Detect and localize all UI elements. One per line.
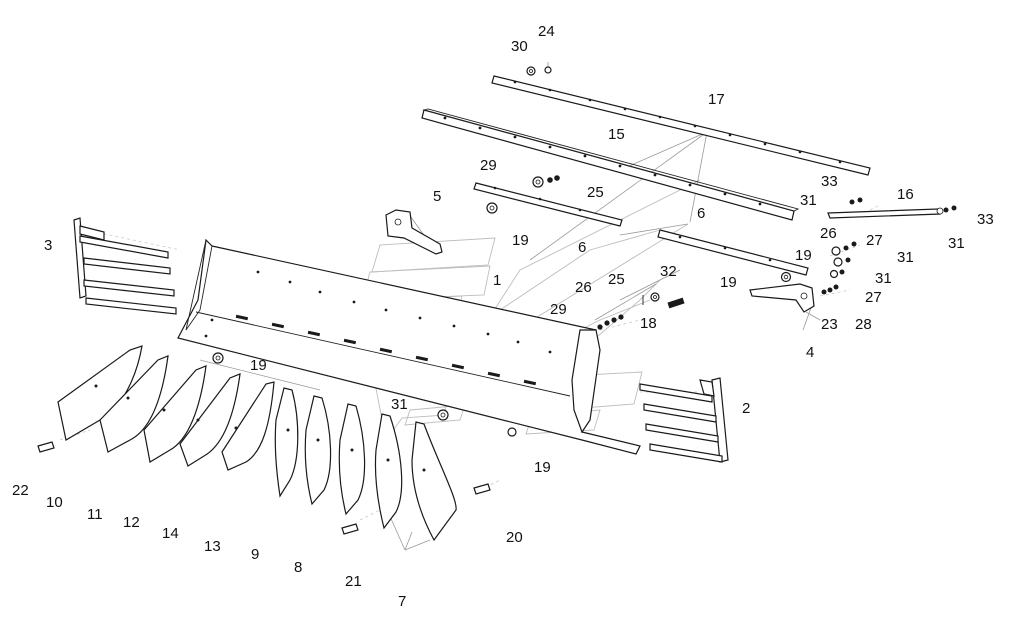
strip-6-upper bbox=[473, 182, 623, 227]
label-13: 13 bbox=[204, 538, 221, 555]
label-31b: 31 bbox=[948, 235, 965, 252]
label-5: 5 bbox=[433, 188, 441, 205]
part-labels: 24 30 17 15 29 25 5 33 31 16 33 31 6 19 … bbox=[12, 23, 994, 610]
label-1: 1 bbox=[493, 272, 501, 289]
label-11: 11 bbox=[87, 506, 103, 523]
label-25b: 25 bbox=[608, 271, 625, 288]
label-4: 4 bbox=[806, 344, 814, 361]
label-30: 30 bbox=[511, 38, 528, 55]
flap-8 bbox=[304, 395, 332, 506]
flap-14 bbox=[179, 373, 241, 467]
label-20: 20 bbox=[506, 529, 523, 546]
label-12: 12 bbox=[123, 514, 140, 531]
label-14: 14 bbox=[162, 525, 179, 542]
label-19d: 19 bbox=[250, 357, 267, 374]
label-16: 16 bbox=[897, 186, 914, 203]
label-33a: 33 bbox=[821, 173, 838, 190]
label-31d: 31 bbox=[875, 270, 892, 287]
main-panel-1 bbox=[177, 238, 641, 455]
label-8: 8 bbox=[294, 559, 302, 576]
bracket-4 bbox=[749, 283, 815, 313]
label-27a: 27 bbox=[866, 232, 883, 249]
flap-7a bbox=[338, 403, 366, 516]
label-10: 10 bbox=[46, 494, 63, 511]
bracket-5 bbox=[385, 209, 443, 255]
label-21: 21 bbox=[345, 573, 362, 590]
label-24: 24 bbox=[538, 23, 555, 40]
label-29b: 29 bbox=[550, 301, 567, 318]
flap-7c bbox=[411, 421, 457, 542]
label-23: 23 bbox=[821, 316, 838, 333]
label-22: 22 bbox=[12, 482, 29, 499]
label-31c: 31 bbox=[897, 249, 914, 266]
flap-12 bbox=[143, 365, 207, 463]
label-31a: 31 bbox=[800, 192, 817, 209]
label-9: 9 bbox=[251, 546, 259, 563]
flap-7b bbox=[374, 413, 403, 530]
label-6b: 6 bbox=[578, 239, 586, 256]
rod-16 bbox=[827, 207, 944, 219]
flap-11 bbox=[99, 355, 169, 453]
label-25a: 25 bbox=[587, 184, 604, 201]
strip-6-lower bbox=[657, 229, 809, 276]
label-31e: 31 bbox=[391, 396, 408, 413]
strip-15 bbox=[421, 108, 800, 221]
label-15: 15 bbox=[608, 126, 625, 143]
strip-17 bbox=[491, 75, 871, 176]
flap-holes bbox=[94, 384, 426, 472]
label-2: 2 bbox=[742, 400, 750, 417]
flap-13 bbox=[221, 381, 275, 471]
spring-18 bbox=[667, 297, 685, 309]
end-frame-3 bbox=[73, 217, 177, 315]
label-19e: 19 bbox=[534, 459, 551, 476]
label-17: 17 bbox=[708, 91, 725, 108]
label-27b: 27 bbox=[865, 289, 882, 306]
label-19b: 19 bbox=[795, 247, 812, 264]
label-6a: 6 bbox=[697, 205, 705, 222]
label-28: 28 bbox=[855, 316, 872, 333]
end-frame-2 bbox=[639, 377, 729, 463]
fasteners bbox=[37, 66, 957, 535]
label-32: 32 bbox=[660, 263, 677, 280]
label-26b: 26 bbox=[575, 279, 592, 296]
label-33b: 33 bbox=[977, 211, 994, 228]
label-19c: 19 bbox=[720, 274, 737, 291]
flap-9 bbox=[274, 387, 299, 498]
label-29a: 29 bbox=[480, 157, 497, 174]
label-26a: 26 bbox=[820, 225, 837, 242]
label-3: 3 bbox=[44, 237, 52, 254]
label-19a: 19 bbox=[512, 232, 529, 249]
label-7: 7 bbox=[398, 593, 406, 610]
label-18: 18 bbox=[640, 315, 657, 332]
